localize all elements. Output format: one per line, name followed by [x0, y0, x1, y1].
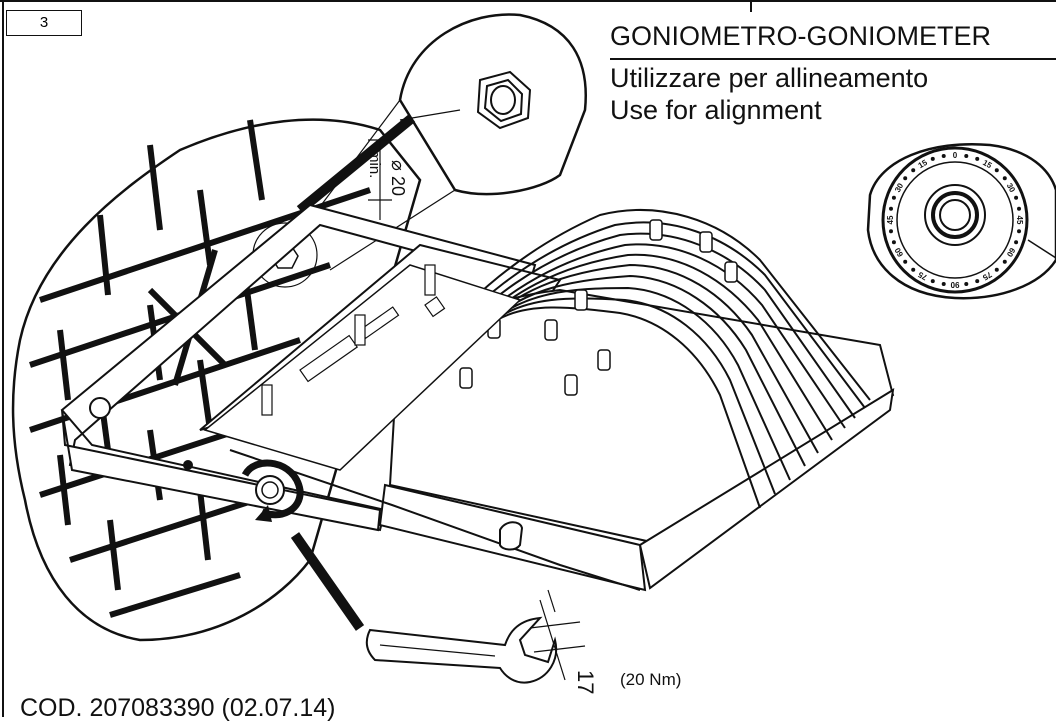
instruction-english: Use for alignment [610, 95, 822, 125]
scale-tick [941, 153, 946, 158]
scale-tick [964, 153, 969, 158]
scale-tick [975, 279, 980, 284]
scale-tick [1014, 195, 1019, 200]
scale-tick [888, 229, 893, 234]
instruction-italian: Utilizzare per allineamento [610, 63, 929, 93]
bolt-head-detail [476, 70, 532, 130]
scale-tick [903, 176, 908, 181]
goniometer-title: GONIOMETRO-GONIOMETER [610, 21, 991, 51]
scale-tick [1017, 229, 1022, 234]
scale-label: 45 [886, 215, 895, 224]
scale-tick [994, 267, 999, 272]
scale-tick [941, 282, 946, 287]
rotation-arrow-icon [255, 505, 272, 522]
dimension-note-label: min. [366, 150, 383, 178]
scale-tick [891, 195, 896, 200]
scale-tick [911, 267, 916, 272]
wrench: 17 [290, 532, 598, 694]
pivot-bolt [241, 459, 304, 522]
scale-tick [903, 259, 908, 264]
scale-tick [1002, 176, 1007, 181]
wrench-size-label: 17 [573, 670, 598, 694]
scale-tick [930, 279, 935, 284]
step-number-box: 3 [6, 10, 82, 36]
step-number: 3 [39, 14, 49, 31]
detail-magnifier: ⌀ 20 min. [252, 13, 587, 288]
scale-tick [911, 168, 916, 173]
scale-tick [994, 168, 999, 173]
scale-tick [975, 156, 980, 161]
scale-label: 45 [1015, 216, 1024, 225]
dimension-value-label: 20 [388, 176, 408, 196]
torque-value: (20 Nm) [620, 670, 682, 689]
scale-tick [888, 206, 893, 211]
scale-tick [964, 282, 969, 287]
scale-tick [891, 240, 896, 245]
scale-label: 0 [953, 151, 958, 160]
dimension-diameter-label: ⌀ [388, 160, 408, 171]
scale-tick [1014, 240, 1019, 245]
scale-tick [1017, 206, 1022, 211]
scale-label: 90 [950, 280, 959, 289]
title-underline [610, 58, 1056, 60]
floodlight-fixture [60, 203, 895, 592]
scale-tick [930, 156, 935, 161]
scale-tick [1002, 259, 1007, 264]
document-code: COD. 207083390 (02.07.14) [20, 694, 336, 722]
